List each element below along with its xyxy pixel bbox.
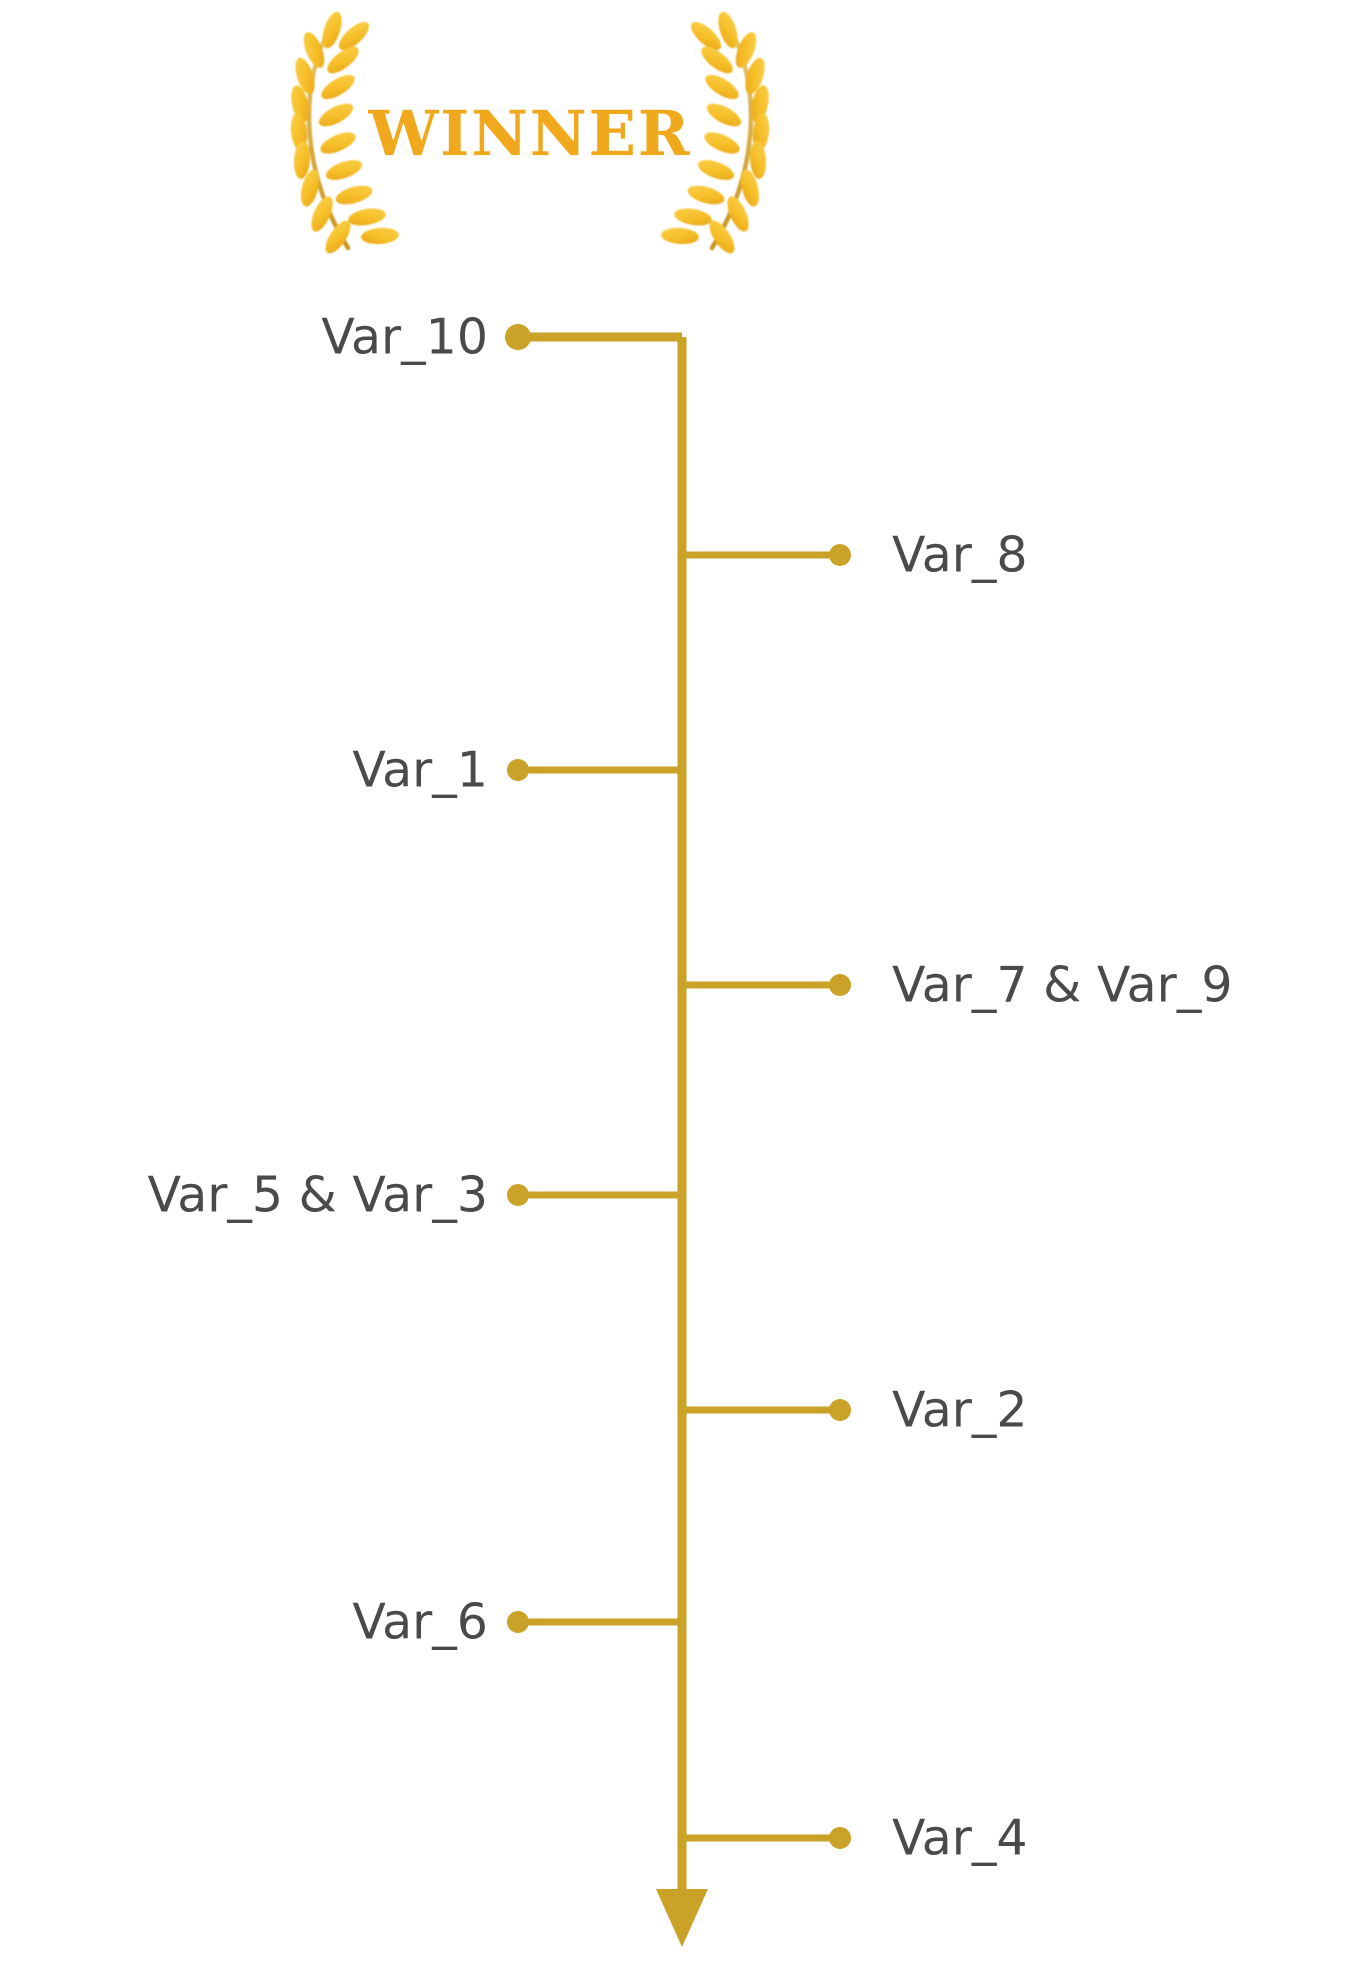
node-label: Var_8: [892, 526, 1028, 584]
node-label: Var_7 & Var_9: [892, 956, 1233, 1014]
laurel-wreath-icon: [290, 11, 770, 254]
node-dot[interactable]: [829, 1399, 851, 1421]
node-dot[interactable]: [829, 544, 851, 566]
node-label: Var_1: [352, 741, 488, 799]
node-dot[interactable]: [829, 1827, 851, 1849]
node-label: Var_2: [892, 1381, 1028, 1439]
node-dot[interactable]: [505, 324, 531, 350]
node-label: Var_4: [892, 1809, 1028, 1867]
node-dot[interactable]: [829, 974, 851, 996]
timeline-arrow-icon: [656, 1889, 708, 1947]
node-dot[interactable]: [507, 1184, 529, 1206]
node-label: Var_5 & Var_3: [147, 1166, 489, 1224]
node-dot[interactable]: [507, 759, 529, 781]
node-dot[interactable]: [507, 1611, 529, 1633]
node-label: Var_6: [352, 1593, 488, 1651]
node-label: Var_10: [321, 308, 488, 366]
